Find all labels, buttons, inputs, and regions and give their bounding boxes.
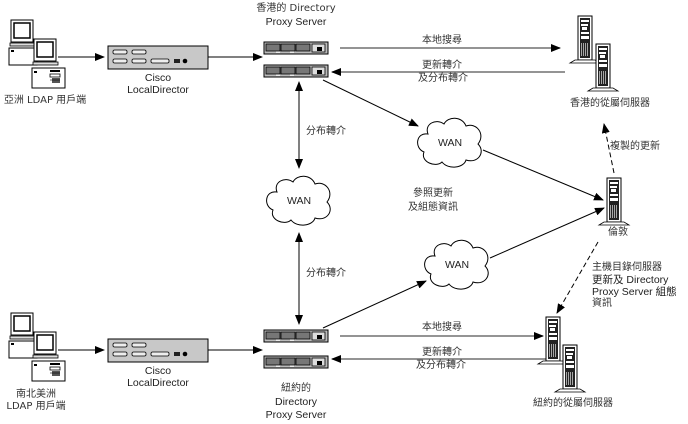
ny-slave-servers-label: 紐約的從屬伺服器 — [533, 398, 613, 409]
hk-slave-servers-label: 香港的從屬伺服器 — [570, 98, 650, 109]
hk-update-referral-label-1: 更新轉介 — [422, 60, 462, 71]
asia-ldap-clients-icon — [8, 19, 66, 89]
london-server-label: 倫敦 — [608, 227, 628, 238]
hk-proxy-to-wan-link — [322, 79, 419, 127]
hk-local-search-label: 本地搜尋 — [422, 35, 462, 46]
cisco-localdirector-bottom-icon — [107, 338, 209, 363]
wan-cloud-center: WAN — [266, 175, 331, 226]
replicated-updates-link — [601, 123, 615, 174]
master-update-link — [556, 241, 599, 314]
ny-proxy-label-2: Directory — [274, 396, 317, 408]
ny-proxy-label-1: 紐約的 — [281, 383, 311, 394]
wan-cloud-lower-right-label: WAN — [445, 259, 469, 271]
hk-slave-servers-icon — [569, 15, 619, 92]
hk-proxy-server-icon — [263, 41, 329, 78]
localdirector-top-label-1: Cisco — [144, 72, 172, 84]
lower-wan-to-london-link — [489, 207, 605, 259]
hk-proxy-label-1: 香港的 Directory — [256, 3, 336, 14]
asia-ldap-clients-label: 亞洲 LDAP 用戶端 — [3, 95, 87, 106]
wan-cloud-center-label: WAN — [287, 195, 311, 207]
ny-update-referral-label-1: 更新轉介 — [422, 347, 462, 358]
master-update-label-4: 資訊 — [592, 298, 612, 309]
americas-ldap-clients-label-1: 南北美洲 — [16, 389, 56, 400]
localdirector-top-label-2: LocalDirector — [127, 84, 189, 96]
london-master-server-icon — [598, 177, 630, 226]
wan-cloud-upper-right-label: WAN — [438, 137, 462, 149]
master-update-label-2: 更新及 Directory — [592, 274, 669, 286]
americas-ldap-clients-icon — [8, 312, 66, 382]
ny-proxy-to-wan-link — [322, 280, 427, 329]
ny-local-search-label: 本地搜尋 — [422, 322, 462, 333]
wan-cloud-upper-right: WAN — [417, 117, 482, 168]
cisco-localdirector-top-icon — [107, 45, 209, 70]
master-update-label-1: 主機目錄伺服器 — [592, 262, 662, 273]
distribution-referral-top-label: 分布轉介 — [306, 126, 346, 137]
reference-update-label-1: 參照更新 — [413, 188, 453, 199]
localdirector-bottom-label-2: LocalDirector — [127, 377, 189, 389]
ny-proxy-label-3: Proxy Server — [265, 409, 327, 421]
ny-slave-servers-icon — [537, 316, 586, 393]
master-update-label-3: Proxy Server 組態 — [592, 286, 677, 298]
distribution-referral-bottom-label: 分布轉介 — [306, 268, 346, 279]
localdirector-bottom-label-1: Cisco — [144, 365, 172, 377]
hk-update-referral-label-2: 及分布轉介 — [418, 73, 468, 84]
ny-proxy-server-icon — [263, 329, 329, 369]
replicated-updates-label: 複製的更新 — [610, 141, 660, 152]
reference-update-label-2: 及組態資訊 — [408, 202, 458, 213]
americas-ldap-clients-label-2: LDAP 用戶端 — [6, 401, 66, 412]
hk-proxy-label-2: Proxy Server — [265, 16, 327, 28]
upper-wan-to-london-link — [482, 149, 604, 201]
wan-cloud-lower-right: WAN — [424, 239, 489, 290]
ny-update-referral-label-2: 及分布轉介 — [416, 360, 466, 371]
